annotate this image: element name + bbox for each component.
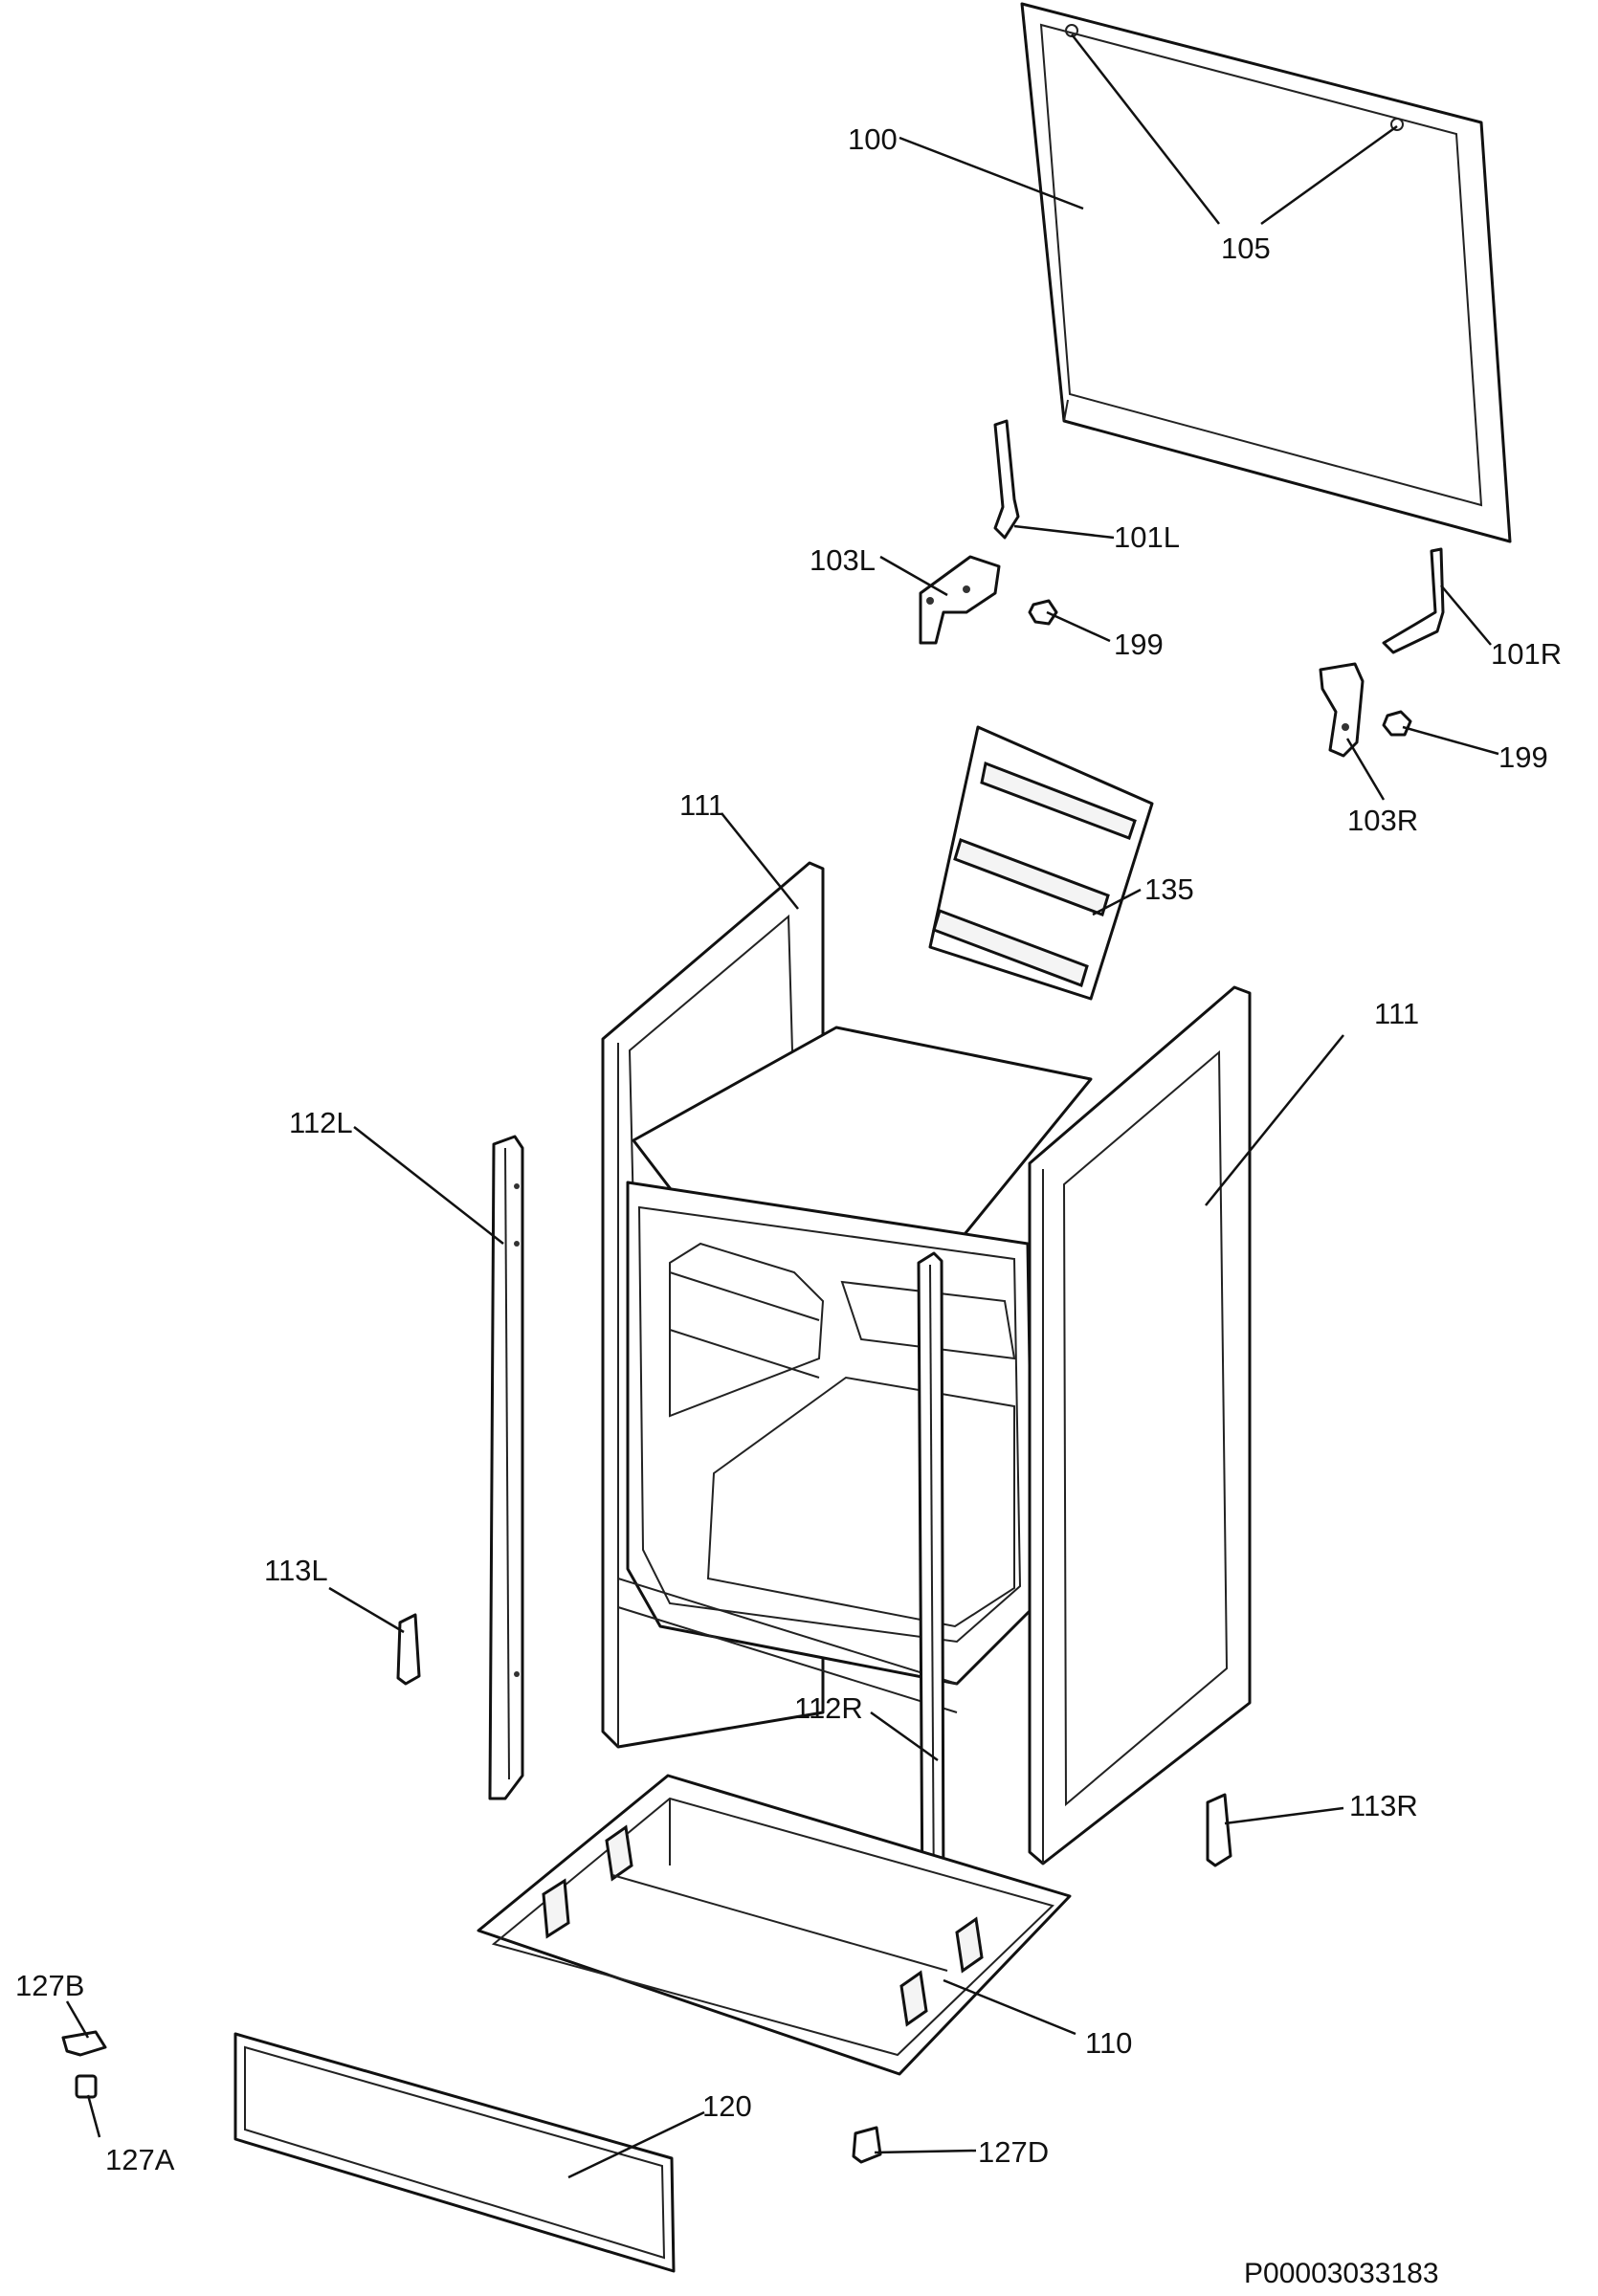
callout-199a: 199 (1114, 628, 1164, 661)
leader-100 (899, 136, 1084, 210)
callout-127B: 127B (15, 1969, 84, 2002)
callout-105: 105 (1221, 232, 1271, 265)
callout-127D: 127D (978, 2135, 1049, 2169)
leader-135 (1092, 888, 1142, 916)
leader-111a (721, 812, 799, 910)
part-127B-clip (61, 2030, 107, 2057)
leader-113R (1224, 1806, 1344, 1825)
part-112L-rail (488, 1135, 524, 1800)
callout-labels: 100 105 101L 103L 199 101R 199 103R 111 … (15, 122, 1562, 2176)
leader-lines (65, 33, 1499, 2179)
callout-127A: 127A (105, 2143, 175, 2176)
callout-112R: 112R (794, 1691, 863, 1725)
part-101L-hinge (993, 419, 1020, 540)
leader-105a (1071, 33, 1220, 225)
leader-127A (86, 2094, 101, 2138)
part-127A-cap (75, 2074, 98, 2099)
leader-105b (1260, 124, 1398, 226)
leader-110 (943, 1978, 1076, 2036)
callout-199b: 199 (1498, 740, 1548, 774)
callout-113L: 113L (264, 1554, 328, 1587)
part-113R-clip (1206, 1793, 1232, 1867)
part-oven-cavity (617, 1026, 1093, 1713)
leader-111b (1205, 1034, 1344, 1206)
part-110-base-tray (477, 1774, 1072, 2076)
part-113L-clip (396, 1613, 421, 1686)
leader-199a (1046, 610, 1111, 643)
callout-111a: 111 (679, 788, 724, 822)
leader-103L (879, 555, 948, 597)
document-number: P00003033183 (1244, 2258, 1439, 2289)
leader-112L (353, 1126, 504, 1245)
part-103R-bracket (1319, 662, 1365, 758)
leader-103R (1345, 738, 1386, 801)
callout-101R: 101R (1491, 637, 1562, 671)
leader-127D (874, 2149, 977, 2154)
callout-120: 120 (702, 2089, 752, 2123)
part-111-right-side-panel (1028, 985, 1252, 1866)
part-101R-hinge (1382, 547, 1445, 654)
callout-100: 100 (848, 122, 898, 156)
callout-103R: 103R (1347, 804, 1418, 837)
leader-199b (1402, 725, 1499, 756)
leader-113L (328, 1586, 405, 1634)
callout-103L: 103L (810, 543, 876, 577)
leader-101L (1013, 524, 1115, 540)
leader-127B (65, 2000, 90, 2039)
part-112R-rail (917, 1251, 945, 1925)
callout-135: 135 (1144, 872, 1194, 906)
leader-112R (870, 1711, 939, 1762)
part-120-kickplate (233, 2032, 676, 2273)
part-100-lid (1020, 2, 1512, 543)
part-127D-clip (852, 2126, 882, 2164)
part-135-panel (928, 725, 1154, 1001)
part-199-nut-left (1028, 599, 1058, 626)
callout-110: 110 (1085, 2026, 1132, 2060)
part-199-nut-right (1382, 710, 1412, 737)
callout-111b: 111 (1374, 997, 1419, 1030)
part-103L-bracket (919, 555, 1001, 645)
callout-112L: 112L (289, 1106, 353, 1139)
leader-120 (567, 2110, 705, 2179)
leader-101R (1440, 585, 1492, 646)
callout-113R: 113R (1349, 1789, 1418, 1822)
callout-101L: 101L (1114, 520, 1180, 554)
